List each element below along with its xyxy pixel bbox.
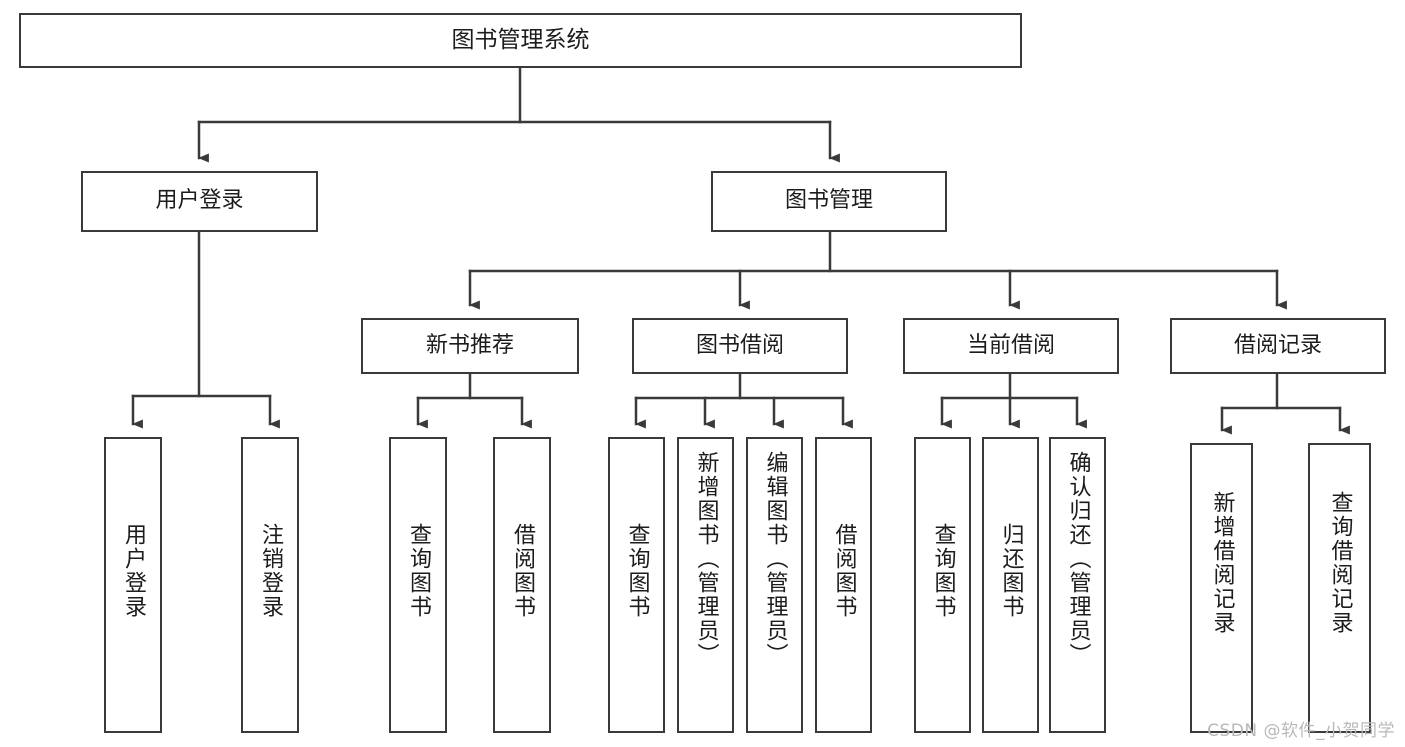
- node-leaf-edit-book-admin[interactable]: 编辑图书（管理员）: [746, 437, 803, 733]
- node-leaf-borrow-book-recommend-label: 借阅图书: [510, 523, 535, 619]
- node-root-system[interactable]: 图书管理系统: [19, 13, 1022, 68]
- node-user-login-label: 用户登录: [155, 188, 244, 214]
- node-leaf-add-borrow-record-label: 新增借阅记录: [1209, 491, 1235, 635]
- node-leaf-query-book[interactable]: 查询图书: [608, 437, 665, 733]
- node-book-manage[interactable]: 图书管理: [711, 171, 947, 232]
- node-current-borrow[interactable]: 当前借阅: [903, 318, 1119, 374]
- node-root-system-label: 图书管理系统: [451, 26, 590, 53]
- node-leaf-confirm-return-admin-label: 确认归还（管理员）: [1065, 451, 1091, 667]
- node-leaf-add-book-admin-label: 新增图书（管理员）: [693, 451, 719, 667]
- node-leaf-query-book-label: 查询图书: [624, 523, 650, 619]
- node-leaf-add-book-admin[interactable]: 新增图书（管理员）: [677, 437, 734, 733]
- node-book-borrow[interactable]: 图书借阅: [632, 318, 848, 374]
- edge-book-manage-to-level2: [468, 230, 1287, 310]
- node-leaf-query-book-current[interactable]: 查询图书: [914, 437, 971, 733]
- node-borrow-record-label: 借阅记录: [1233, 332, 1322, 358]
- node-user-login[interactable]: 用户登录: [81, 171, 318, 232]
- node-leaf-user-login[interactable]: 用户登录: [104, 437, 162, 733]
- node-leaf-borrow-book-recommend[interactable]: 借阅图书: [493, 437, 551, 733]
- node-borrow-record[interactable]: 借阅记录: [1170, 318, 1386, 374]
- csdn-watermark: CSDN @软件_小贺同学: [1207, 721, 1395, 741]
- node-leaf-query-book-recommend[interactable]: 查询图书: [389, 437, 447, 733]
- edge-root-to-level1: [197, 66, 840, 163]
- node-book-manage-label: 图书管理: [784, 188, 873, 214]
- node-leaf-query-book-current-label: 查询图书: [930, 523, 956, 619]
- node-leaf-user-login-label: 用户登录: [121, 523, 146, 619]
- node-leaf-query-borrow-record-label: 查询借阅记录: [1327, 491, 1353, 635]
- node-current-borrow-label: 当前借阅: [966, 332, 1055, 358]
- node-book-borrow-label: 图书借阅: [695, 332, 784, 358]
- node-leaf-confirm-return-admin[interactable]: 确认归还（管理员）: [1049, 437, 1106, 733]
- node-new-book-recommend[interactable]: 新书推荐: [361, 318, 579, 374]
- node-leaf-add-borrow-record[interactable]: 新增借阅记录: [1190, 443, 1253, 733]
- edge-book-borrow-to-leaves: [634, 372, 853, 429]
- edge-current-borrow-to-leaves: [940, 372, 1087, 429]
- node-leaf-query-book-recommend-label: 查询图书: [406, 523, 431, 619]
- node-leaf-query-borrow-record[interactable]: 查询借阅记录: [1308, 443, 1371, 733]
- node-leaf-edit-book-admin-label: 编辑图书（管理员）: [762, 451, 788, 667]
- edge-borrow-record-to-leaves: [1220, 372, 1350, 435]
- node-leaf-return-book-label: 归还图书: [998, 523, 1024, 619]
- edge-user-login-to-leaves: [131, 230, 280, 429]
- node-leaf-borrow-book[interactable]: 借阅图书: [815, 437, 872, 733]
- node-leaf-logout[interactable]: 注销登录: [241, 437, 299, 733]
- node-leaf-return-book[interactable]: 归还图书: [982, 437, 1039, 733]
- node-leaf-borrow-book-label: 借阅图书: [831, 523, 857, 619]
- node-new-book-recommend-label: 新书推荐: [425, 332, 514, 358]
- node-leaf-logout-label: 注销登录: [258, 523, 283, 619]
- edge-new-book-to-leaves: [416, 372, 532, 429]
